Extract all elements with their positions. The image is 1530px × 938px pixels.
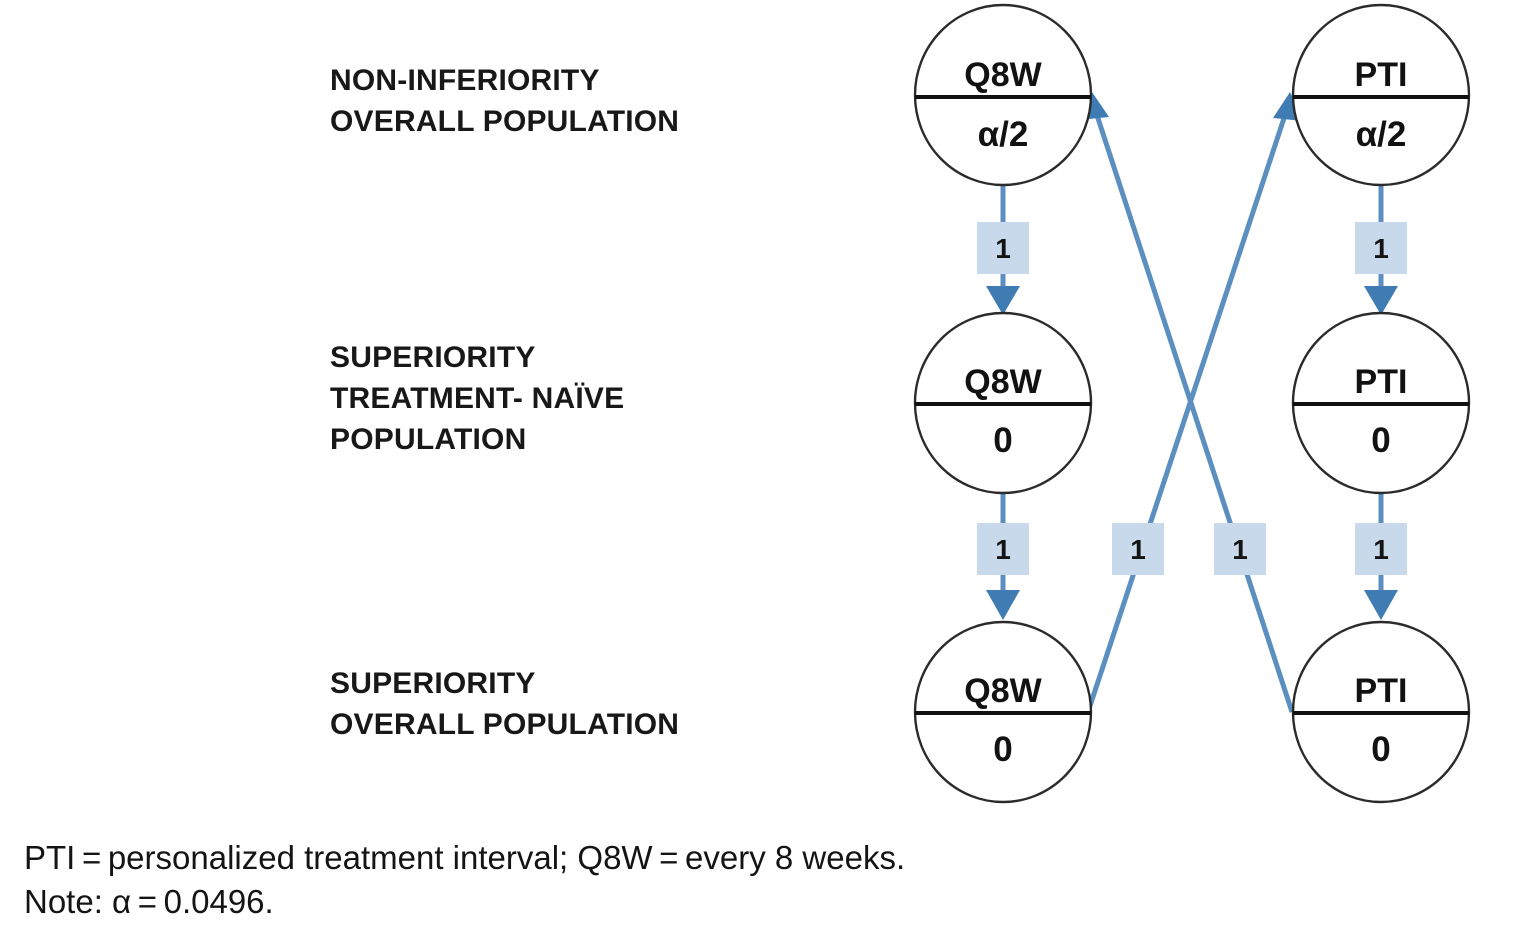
edge-weight-label: 1 <box>995 534 1011 565</box>
node-q8w-non-inferiority-top-label: Q8W <box>964 56 1042 94</box>
edge-weight-label: 1 <box>1373 233 1389 264</box>
node-pti-superiority-naive[interactable]: PTI 0 <box>1291 311 1471 495</box>
node-pti-non-inferiority[interactable]: PTI α/2 <box>1291 3 1471 187</box>
node-pti-non-inferiority-top-label: PTI <box>1355 56 1408 94</box>
footnote-alpha-note: Note: α = 0.0496. <box>24 883 274 920</box>
node-pti-superiority-overall-top-label: PTI <box>1355 672 1408 710</box>
edge-weight-pti-so-to-q8w-ni: 1 <box>1214 523 1266 575</box>
edge-weight-label: 1 <box>1130 534 1146 565</box>
node-pti-superiority-overall[interactable]: PTI 0 <box>1291 620 1471 804</box>
edge-weight-q8w-ni-to-q8w-sn: 1 <box>977 222 1029 274</box>
node-pti-superiority-overall-bottom-label: 0 <box>1371 730 1390 769</box>
node-q8w-superiority-overall-top-label: Q8W <box>964 672 1042 710</box>
node-q8w-superiority-naive[interactable]: Q8W 0 <box>913 311 1093 495</box>
node-pti-superiority-naive-top-label: PTI <box>1355 363 1408 401</box>
edge-weight-q8w-sn-to-q8w-so: 1 <box>977 523 1029 575</box>
edge-weight-label: 1 <box>1232 534 1248 565</box>
row-label-non-inferiority: NON-INFERIORITY OVERALL POPULATION <box>330 64 680 138</box>
edge-weight-q8w-so-to-pti-ni: 1 <box>1112 523 1164 575</box>
node-pti-superiority-naive-bottom-label: 0 <box>1371 421 1390 460</box>
node-q8w-superiority-naive-top-label: Q8W <box>964 363 1042 401</box>
edge-weight-label: 1 <box>1373 534 1389 565</box>
node-q8w-superiority-overall-bottom-label: 0 <box>993 730 1012 769</box>
row-label-superiority-treatment-naive: SUPERIORITY TREATMENT- NAÏVE POPULATION <box>330 341 625 456</box>
edge-weight-label: 1 <box>995 233 1011 264</box>
node-q8w-non-inferiority-bottom-label: α/2 <box>978 115 1029 154</box>
footnote-abbreviations: PTI = personalized treatment interval; Q… <box>24 839 906 876</box>
edge-weight-pti-ni-to-pti-sn: 1 <box>1355 222 1407 274</box>
edge-weight-pti-sn-to-pti-so: 1 <box>1355 523 1407 575</box>
node-pti-non-inferiority-bottom-label: α/2 <box>1356 115 1407 154</box>
node-q8w-superiority-naive-bottom-label: 0 <box>993 421 1012 460</box>
row-label-superiority-overall: SUPERIORITY OVERALL POPULATION <box>330 667 680 741</box>
node-q8w-superiority-overall[interactable]: Q8W 0 <box>913 620 1093 804</box>
node-q8w-non-inferiority[interactable]: Q8W α/2 <box>913 3 1093 187</box>
